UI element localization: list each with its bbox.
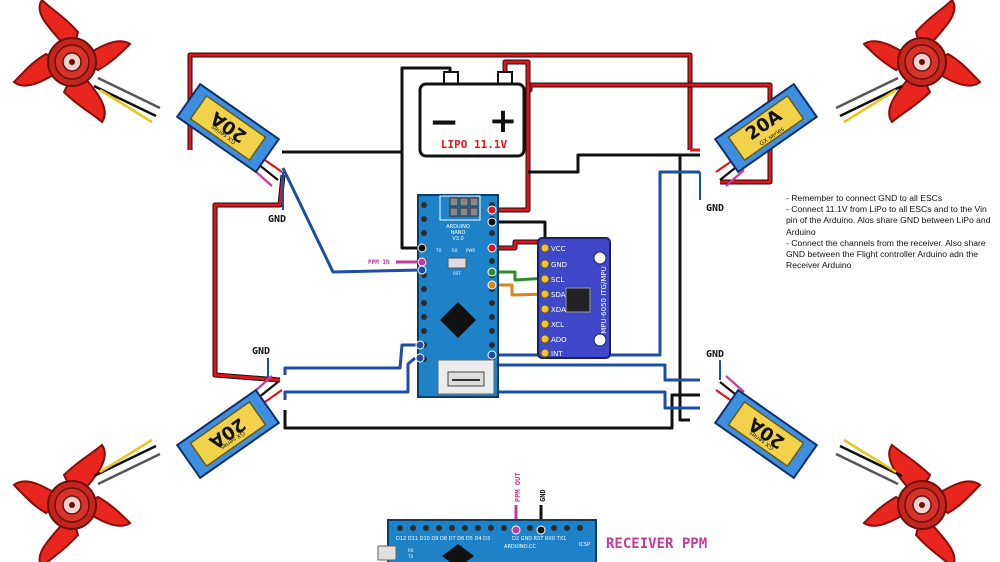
motor-prop-top-left — [13, 0, 131, 123]
mpu-pin-xda: XDA — [551, 306, 566, 314]
mpu-pin-ado: ADO — [551, 336, 567, 344]
esc-top-right: 20A GX series — [714, 83, 818, 173]
nano-pin-pwr: PWR — [466, 248, 475, 253]
power-wires — [187, 52, 773, 532]
nano-pin-rx: RX — [452, 248, 458, 253]
mpu-pin-int: INT — [551, 350, 563, 358]
receiver-brand: ARDUINO.CC — [504, 544, 536, 550]
ppm-in-label: PPM IN — [368, 259, 390, 266]
battery-label: LIPO 11.1V — [441, 138, 508, 151]
battery-minus: − — [429, 102, 459, 143]
nano-version: V3.0 — [452, 236, 463, 242]
nano-pin-tx: TX — [435, 248, 441, 253]
receiver-rx: RX — [408, 548, 414, 553]
gnd-label-top-left: GND — [268, 214, 286, 225]
motor-leads — [93, 76, 903, 486]
mpu-pin-sda: SDA — [551, 291, 566, 299]
wiring-notes: - Remember to connect GND to all ESCs - … — [786, 193, 998, 271]
nano-reset: RST — [453, 271, 461, 276]
gnd-labels: GND GND GND GND — [252, 203, 724, 360]
mpu-pin-gnd: GND — [551, 261, 567, 269]
esc-top-left: 20A GX series — [176, 83, 280, 173]
receiver-gnd-label: GND — [539, 489, 547, 502]
ppm-out-label: PPM OUT — [514, 472, 522, 502]
battery-plus: + — [489, 101, 518, 141]
mpu-model-label: MPU-6050 ITG/MPU — [600, 266, 608, 333]
receiver-icsp: ICSP — [579, 542, 590, 548]
gnd-label-bottom-right: GND — [706, 349, 724, 360]
esc-bottom-left: 20A GX series — [176, 389, 280, 479]
mpu-pin-vcc: VCC — [551, 245, 566, 253]
motor-prop-top-right — [863, 0, 981, 123]
receiver-tx: TX — [407, 554, 413, 559]
motor-prop-bottom-left — [13, 444, 131, 562]
note-lipo-vin: - Connect 11.1V from LiPo to all ESCs an… — [786, 204, 991, 237]
nano-model: NANO — [451, 230, 466, 236]
gnd-label-top-right: GND — [706, 203, 724, 214]
receiver-ppm-label: RECEIVER PPM — [606, 536, 707, 552]
mpu-pin-xcl: XCL — [551, 321, 564, 329]
esc-bottom-right: 20A GX series — [714, 389, 818, 479]
mpu6050-sensor: VCC GND SCL SDA XDA XCL ADO INT MPU-6050… — [537, 237, 611, 359]
gnd-label-bottom-left: GND — [252, 346, 270, 357]
nano-brand: ARDUINO — [446, 224, 470, 230]
mpu-pin-scl: SCL — [551, 276, 564, 284]
arduino-nano-board: ARDUINO NANO V3.0 TX RX PWR RST — [415, 194, 499, 398]
receiver-arduino-board: D12 D11 D10 D9 D8 D7 D6 D5 D4 D3 D2 GND … — [377, 519, 597, 562]
receiver-right-pins: D2 GND RST RX0 TX1 — [512, 536, 566, 542]
lipo-battery: − + LIPO 11.1V — [418, 71, 526, 158]
receiver-left-pins: D12 D11 D10 D9 D8 D7 D6 D5 D4 D3 — [396, 536, 490, 542]
note-receiver-channels: - Connect the channels from the receiver… — [786, 237, 986, 271]
gnd-ticks — [267, 172, 721, 380]
note-gnd-escs: - Remember to connect GND to all ESCs — [786, 193, 943, 203]
